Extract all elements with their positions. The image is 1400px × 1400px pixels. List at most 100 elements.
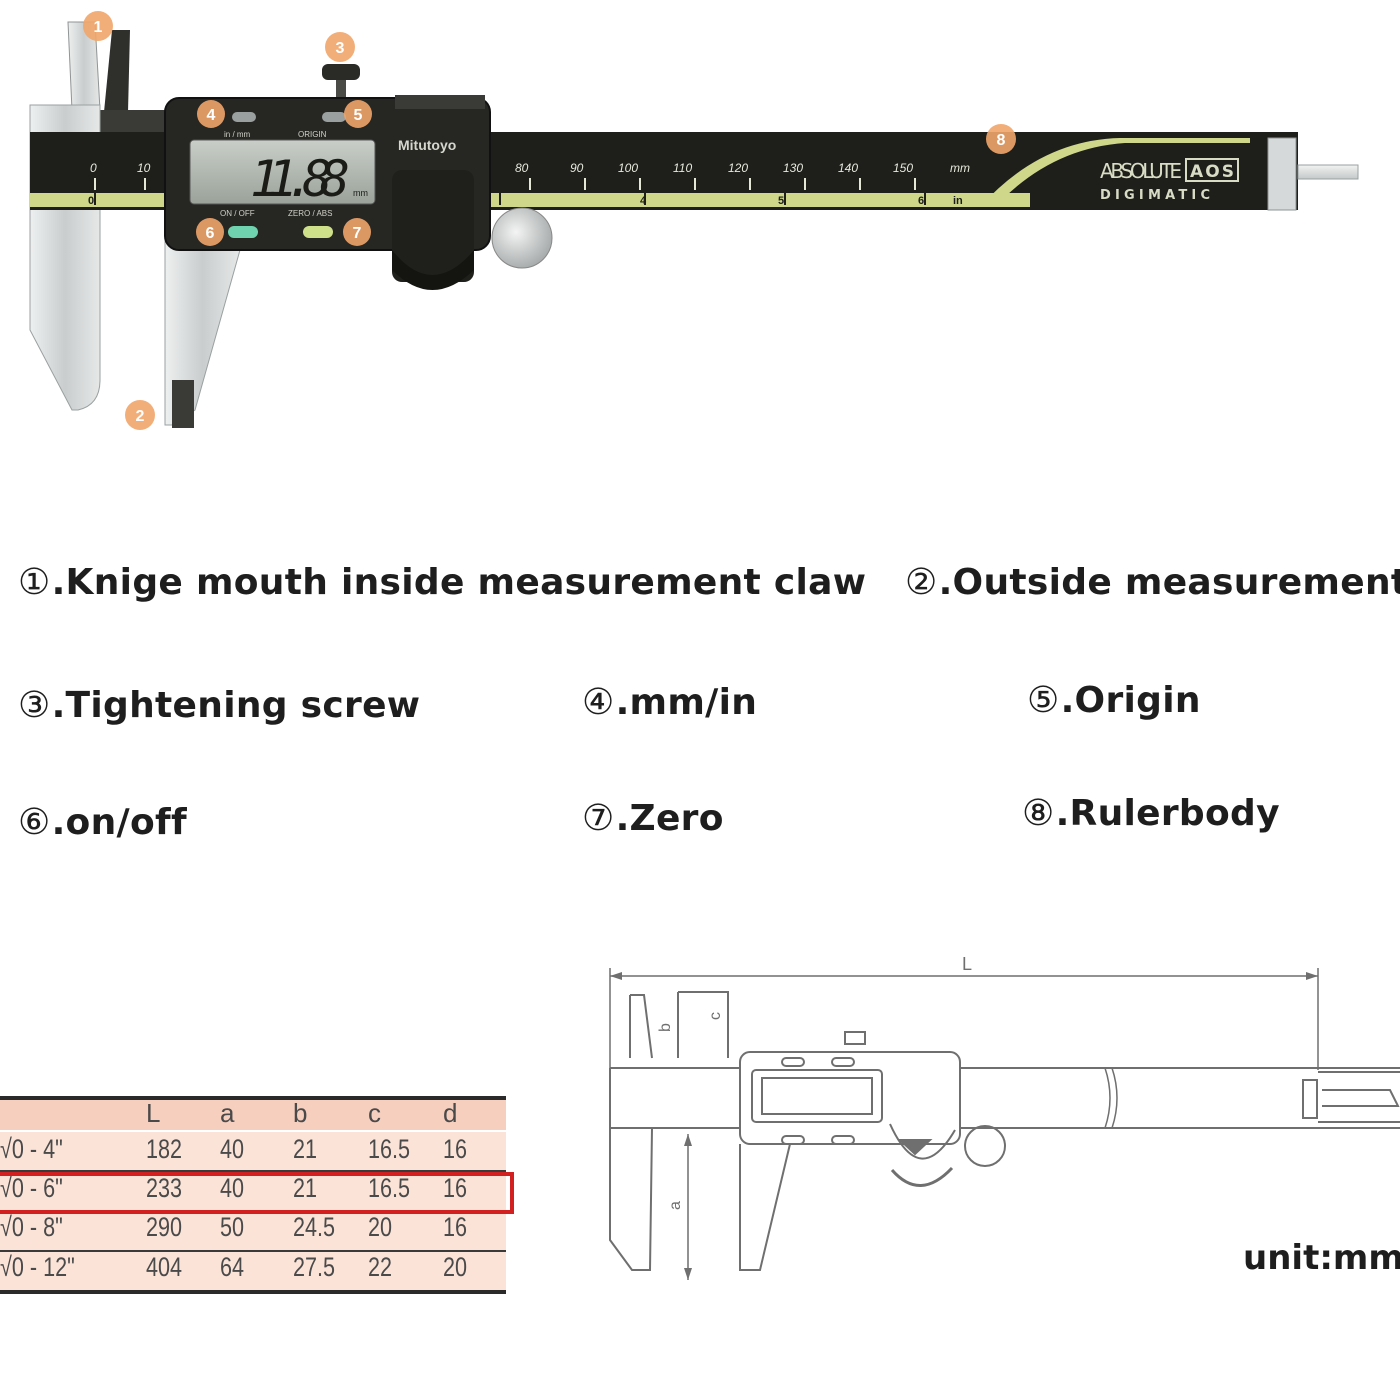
legend-item-5: ⑤.Origin xyxy=(1027,680,1201,721)
legend-item-6: ⑥.on/off xyxy=(18,802,187,843)
cell-d: 16 xyxy=(443,1212,468,1242)
scale-number: 120 xyxy=(728,161,748,175)
legend-text: .mm/in xyxy=(615,682,758,723)
cell-c: 20 xyxy=(368,1212,393,1242)
zero-button[interactable] xyxy=(303,226,333,238)
cell-model: √0 - 6" xyxy=(0,1173,63,1203)
scale-number: 110 xyxy=(673,161,692,175)
cell-d: 16 xyxy=(443,1134,468,1164)
absolute-badge: ABSOLUTE xyxy=(1100,159,1182,183)
cell-b: 24.5 xyxy=(293,1212,336,1242)
cell-a: 64 xyxy=(220,1252,245,1282)
cell-d: 16 xyxy=(443,1173,468,1203)
legend-number: ③ xyxy=(18,685,51,726)
caliper-technical-drawing: L b c a xyxy=(609,954,1400,1280)
on-off-button[interactable] xyxy=(228,226,258,238)
inch-number: 5 xyxy=(778,195,784,207)
cell-b: 21 xyxy=(293,1134,318,1164)
label-b: b xyxy=(657,1023,674,1032)
legend-text: .Outside measurement c xyxy=(938,562,1400,603)
scale-unit: mm xyxy=(950,161,970,175)
scale-number: 130 xyxy=(783,161,803,175)
unit-label: unit:mm xyxy=(1243,1238,1400,1278)
cell-b: 27.5 xyxy=(293,1252,336,1282)
scale-ticks xyxy=(94,178,916,190)
legend-text: .Origin xyxy=(1060,680,1201,721)
header-d: d xyxy=(443,1098,458,1128)
inch-ticks xyxy=(94,193,926,205)
scale-number: 10 xyxy=(137,161,151,175)
legend-number: ⑧ xyxy=(1022,793,1055,834)
cell-c: 16.5 xyxy=(368,1134,411,1164)
cell-b: 21 xyxy=(293,1173,318,1203)
legend-item-8: ⑧.Rulerbody xyxy=(1022,793,1280,834)
scale-number: 90 xyxy=(570,161,584,175)
row-divider xyxy=(0,1170,506,1172)
legend-item-2: ②.Outside measurement c xyxy=(905,562,1400,603)
inmm-label: in / mm xyxy=(224,130,251,139)
cell-L: 290 xyxy=(146,1212,183,1242)
legend-item-3: ③.Tightening screw xyxy=(18,685,420,726)
label-L: L xyxy=(962,954,972,974)
cell-c: 16.5 xyxy=(368,1173,411,1203)
cell-L: 233 xyxy=(146,1173,183,1203)
display-reading: 11.88 xyxy=(250,150,350,208)
label-c: c xyxy=(707,1012,724,1020)
cell-model: √0 - 8" xyxy=(0,1212,63,1242)
display-unit: mm xyxy=(353,188,368,198)
legend-item-1: ①.Knige mouth inside measurement claw xyxy=(18,562,866,603)
legend-text: .Rulerbody xyxy=(1055,793,1280,834)
scale-number: 100 xyxy=(618,161,638,175)
origin-button[interactable] xyxy=(322,112,346,122)
header-c: c xyxy=(368,1098,381,1128)
legend-number: ⑤ xyxy=(1027,680,1060,721)
cell-model: √0 - 4" xyxy=(0,1134,63,1164)
legend-text: .Knige mouth inside measurement claw xyxy=(51,562,867,603)
legend-number: ⑥ xyxy=(18,802,51,843)
photo-markers: 1 2 3 4 5 6 7 8 xyxy=(83,11,1016,430)
row-divider xyxy=(0,1250,506,1252)
highlighted-row-box xyxy=(0,1172,514,1214)
cell-a: 40 xyxy=(220,1173,245,1203)
table-row: √0 - 4" 182 40 21 16.5 16 xyxy=(0,1132,506,1170)
inch-unit: in xyxy=(953,195,963,207)
table-top-border xyxy=(0,1096,506,1100)
tightening-screw xyxy=(322,64,360,102)
scale-number: 0 xyxy=(90,161,97,175)
marker-1: 1 xyxy=(94,19,103,36)
cell-d: 20 xyxy=(443,1252,468,1282)
marker-4: 4 xyxy=(207,107,216,124)
marker-2: 2 xyxy=(136,408,145,425)
table-row: √0 - 8" 290 50 24.5 20 16 xyxy=(0,1212,506,1250)
cell-L: 404 xyxy=(146,1252,183,1282)
table-row: √0 - 12" 404 64 27.5 22 20 xyxy=(0,1252,506,1290)
inch-number: 6 xyxy=(918,195,924,207)
caliper-photo: 0 10 80 90 100 110 120 130 140 150 mm 0 … xyxy=(29,11,1359,430)
digimatic-label: DIGIMATIC xyxy=(1100,188,1210,203)
header-b: b xyxy=(293,1098,308,1128)
legend-number: ② xyxy=(905,562,938,603)
scale-number: 80 xyxy=(515,161,529,175)
thumb-roller xyxy=(491,207,553,269)
slider-display-unit xyxy=(164,95,491,290)
table-bottom-border xyxy=(0,1290,506,1294)
marker-5: 5 xyxy=(354,107,363,124)
legend-text: .Tightening screw xyxy=(51,685,421,726)
mm-in-button[interactable] xyxy=(232,112,256,122)
legend-item-7: ⑦.Zero xyxy=(582,798,724,839)
legend-number: ④ xyxy=(582,682,615,723)
legend-number: ⑦ xyxy=(582,798,615,839)
cell-a: 40 xyxy=(220,1134,245,1164)
header-a: a xyxy=(220,1098,235,1128)
spec-table: L a b c d √0 - 4" 182 40 21 16.5 16 √0 -… xyxy=(0,1092,510,1302)
scale-number: 150 xyxy=(893,161,913,175)
legend-text: .on/off xyxy=(51,802,187,843)
origin-label: ORIGIN xyxy=(298,130,327,139)
cell-L: 182 xyxy=(146,1134,183,1164)
inch-number: 4 xyxy=(640,195,647,207)
onoff-label: ON / OFF xyxy=(220,209,255,218)
aos-badge: AOS xyxy=(1190,162,1234,182)
inch-number: 0 xyxy=(88,195,94,207)
legend-number: ① xyxy=(18,562,51,603)
table-row: √0 - 6" 233 40 21 16.5 16 xyxy=(0,1172,506,1210)
